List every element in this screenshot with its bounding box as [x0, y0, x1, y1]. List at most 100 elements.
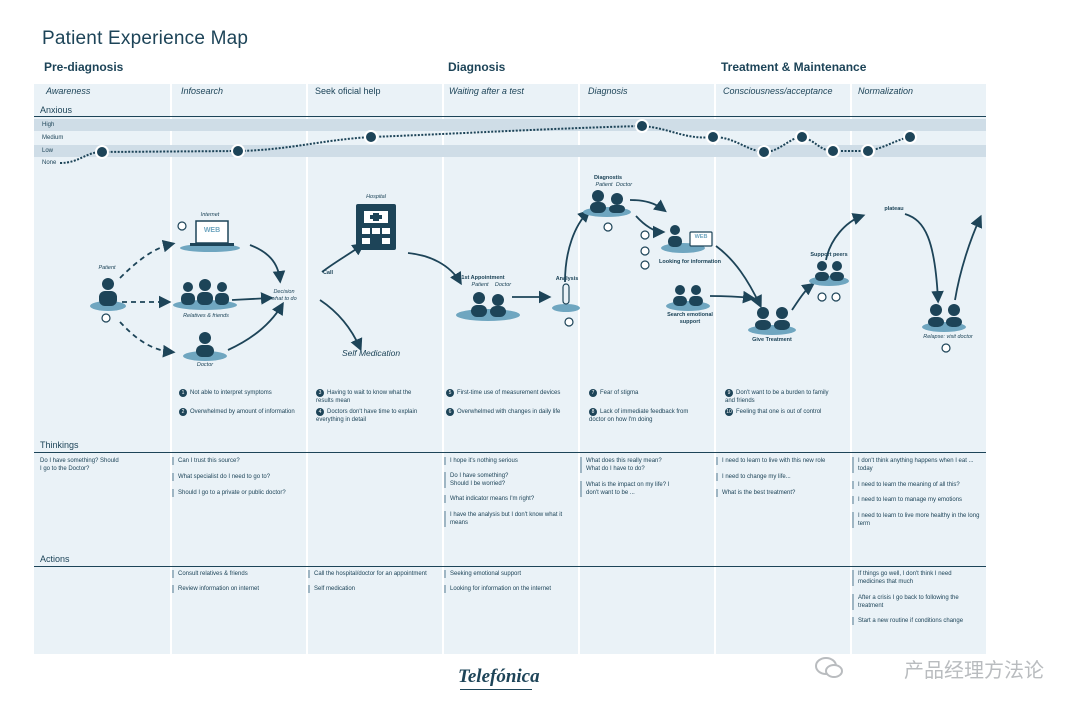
label-relatives: Relatives & friends [183, 313, 229, 319]
level-band-high [34, 119, 986, 131]
action-item: Start a new routine if conditions change [852, 617, 982, 625]
label-support-peers: Support peers [810, 252, 848, 258]
label-hospital: Hospital [366, 194, 386, 200]
label-plateau: plateau [884, 206, 904, 212]
action-item: Call the hospital/doctor for an appointm… [308, 570, 444, 578]
pain-number: 5 [446, 389, 454, 397]
label-looking-info: Looking for information [658, 259, 722, 265]
column-bg-awareness [34, 84, 170, 654]
column-bg-diagnosis [580, 84, 714, 654]
section-actions: Actions [40, 554, 70, 564]
stage-waiting: Waiting after a test [449, 86, 524, 96]
pain-number: 2 [179, 408, 187, 416]
label-give-treatment: Give Treatment [752, 337, 792, 343]
section-line [34, 116, 986, 117]
label-first-appointment: 1st Appointment [461, 275, 505, 281]
label-fa-patient: Patient [471, 282, 489, 288]
action-item: Seeking emotional support [444, 570, 574, 578]
label-search-support: Search emotional support [667, 312, 713, 325]
label-analysis: Analysis [555, 276, 579, 282]
level-low: Low [42, 148, 54, 154]
section-line [34, 566, 986, 567]
brand-underline [460, 689, 532, 690]
wechat-icon [815, 657, 843, 678]
level-none: None [42, 160, 57, 166]
column-bg-infosearch [172, 84, 306, 654]
thinking-item: Do I have something? Should I go to the … [40, 458, 119, 472]
stage-infosearch: Infosearch [181, 86, 224, 96]
pain-number: 7 [589, 389, 597, 397]
column-bg-seek [308, 84, 442, 654]
pain-number: 4 [316, 408, 324, 416]
thinking-item: I need to learn the meaning of all this? [852, 481, 982, 489]
page-title: Patient Experience Map [42, 28, 249, 49]
label-fa-doctor: Doctor [494, 282, 512, 288]
brand-logo: Telefónica [458, 666, 540, 687]
thinking-item: I need to learn to live more healthy in … [852, 512, 982, 528]
label-relapse: Relapse: visit doctor [923, 334, 973, 340]
section-thinkings: Thinkings [40, 440, 79, 450]
action-item: Review information on internet [172, 585, 302, 593]
pain-number: 8 [589, 408, 597, 416]
pain-number: 1 [179, 389, 187, 397]
thinking-item: I have the analysis but I don't know wha… [444, 511, 574, 527]
thinking-item: Should I go to a private or public docto… [172, 489, 302, 497]
action-item: If things go well, I don't think I need … [852, 570, 970, 586]
thinking-item: I don't think anything happens when I ea… [852, 457, 982, 473]
label-internet: Internet [200, 212, 220, 218]
stage-normalization: Normalization [858, 86, 914, 96]
label-patient: Patient [98, 265, 116, 271]
thinking-item: Do I have something? Should I be worried… [444, 472, 526, 488]
label-self-medication: Self Medication [341, 348, 401, 358]
column-bg-waiting [444, 84, 578, 654]
watermark-text: 产品经理方法论 [904, 660, 1044, 682]
thinking-item: What is the best treatment? [716, 489, 842, 497]
pain-number: 3 [316, 389, 324, 397]
level-medium: Medium [42, 135, 64, 141]
label-diagnostis: Diagnostis [593, 175, 623, 181]
thinking-item: I hope it's nothing serious [444, 457, 570, 465]
label-doctor: Doctor [196, 362, 214, 368]
action-item: Looking for information on the internet [444, 585, 578, 593]
action-item: Consult relatives & friends [172, 570, 302, 578]
thinking-item: Can I trust this source? [172, 457, 298, 465]
thinking-item: What indicator means I'm right? [444, 495, 570, 503]
thinking-item: I need to change my life... [716, 473, 842, 481]
thinking-item: What is the impact on my life? I don't w… [580, 481, 682, 497]
stage-acceptance: Consciousness/acceptance [723, 86, 833, 96]
thinking-item: What specialist do I need to go to? [172, 473, 298, 481]
label-web-2: WEB [694, 234, 708, 240]
phase-treatment: Treatment & Maintenance [721, 60, 867, 74]
label-call: Call [322, 270, 334, 276]
thinking-item: I need to learn to live with this new ro… [716, 457, 846, 465]
stage-seek-help: Seek oficial help [315, 86, 381, 96]
thinking-item: What does this really mean? What do I ha… [580, 457, 676, 473]
action-item: After a crisis I go back to following th… [852, 594, 978, 610]
column-bg-normalization [852, 84, 986, 654]
section-anxious: Anxious [40, 105, 73, 115]
pain-number: 9 [725, 389, 733, 397]
label-web: WEB [203, 227, 221, 234]
pain-number: 6 [446, 408, 454, 416]
label-dx-patient: Patient [595, 182, 613, 188]
label-decision: Decision what to do [271, 289, 297, 302]
stage-awareness: Awareness [46, 86, 91, 96]
label-dx-doctor: Doctor [615, 182, 633, 188]
action-item: Self medication [308, 585, 438, 593]
section-line [34, 452, 986, 453]
pain-number: 10 [725, 408, 733, 416]
stage-diagnosis: Diagnosis [588, 86, 628, 96]
thinking-item: I need to learn to manage my emotions [852, 496, 982, 504]
